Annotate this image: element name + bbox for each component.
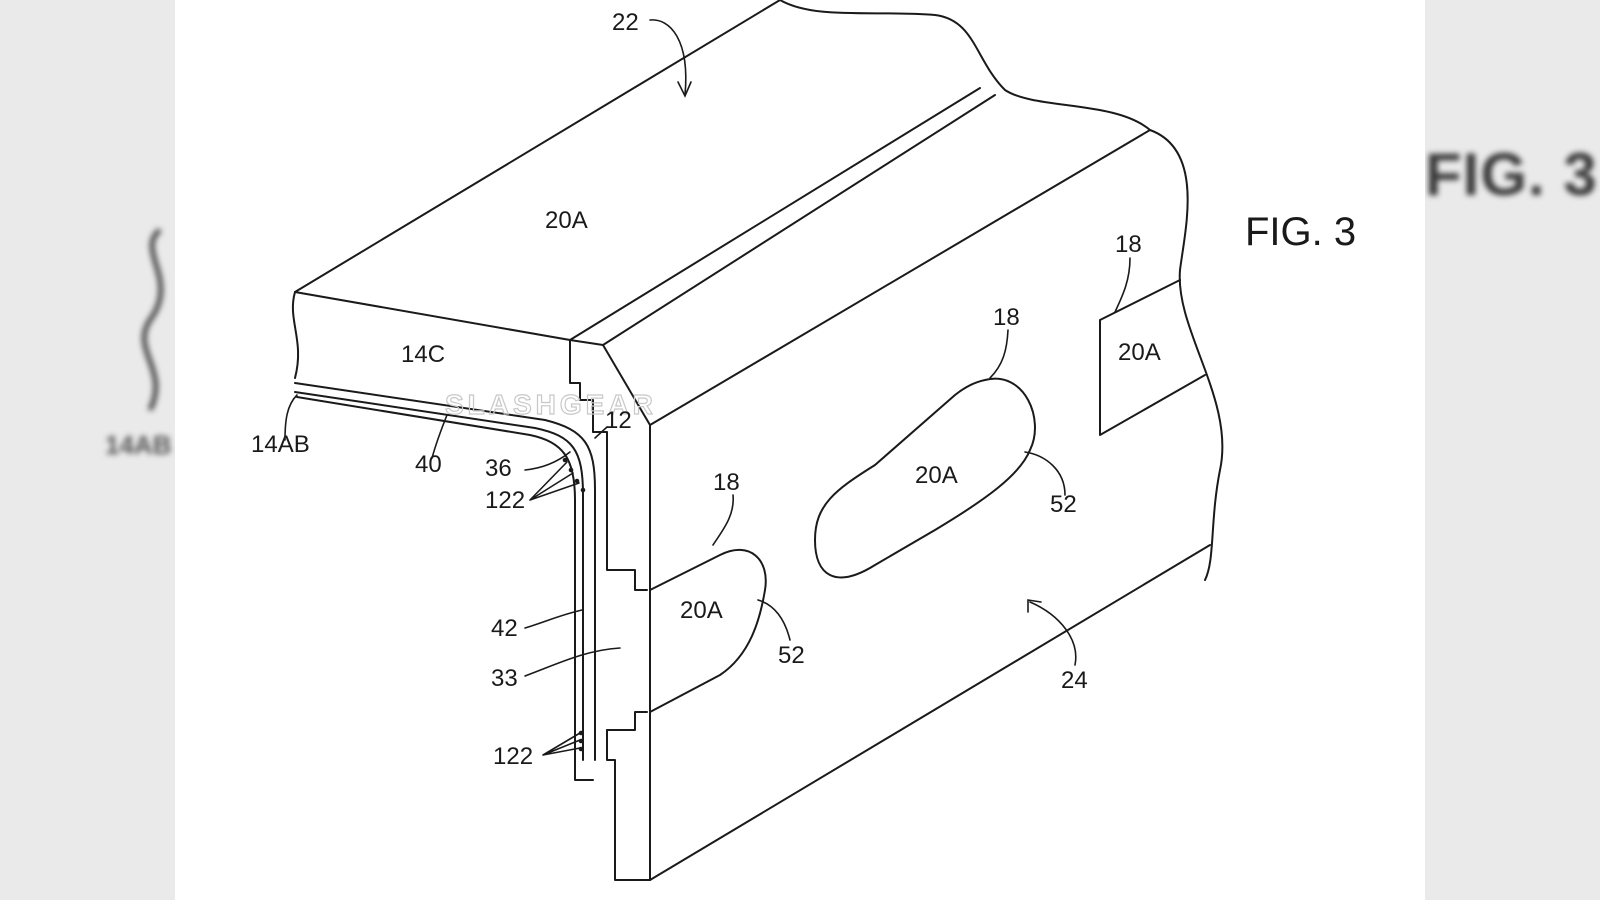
contact-dot <box>578 730 584 736</box>
leader-40 <box>431 414 448 459</box>
cover-layer-edge <box>569 339 594 433</box>
ref-20a-top: 20A <box>545 207 588 234</box>
top-front-edge <box>294 291 604 346</box>
ref-14c: 14C <box>401 341 445 368</box>
leader-18-mid <box>989 329 1009 379</box>
ref-122-bottom: 122 <box>493 743 533 770</box>
leader-24 <box>1029 601 1077 666</box>
blurred-outline-shape <box>141 228 164 412</box>
broken-right-edge <box>1149 129 1224 581</box>
leader-18-right <box>1114 257 1131 313</box>
ref-36: 36 <box>485 455 512 482</box>
blurred-left-panel: 14AB <box>0 0 175 900</box>
ref-42: 42 <box>491 615 518 642</box>
blurred-left-label: 14AB <box>105 430 172 460</box>
ref-14ab: 14AB <box>251 431 310 458</box>
contact-dot <box>562 457 568 463</box>
side-wall-lower <box>606 711 648 731</box>
leader-122-top <box>529 461 580 501</box>
ref-18-right: 18 <box>1115 231 1142 258</box>
leader-36 <box>524 451 571 471</box>
side-wall-bottom <box>606 729 651 881</box>
blurred-figure-title: FIG. 3 <box>1425 141 1598 208</box>
layer-14ab-lower <box>294 391 584 761</box>
leader-22 <box>649 19 687 96</box>
ref-122-top: 122 <box>485 487 525 514</box>
top-right-edge <box>602 129 1151 426</box>
ref-24: 24 <box>1061 667 1088 694</box>
small-cutout-outline <box>649 549 767 713</box>
contact-dot <box>580 487 586 493</box>
leader-52-small <box>757 599 791 641</box>
top-surface-outline <box>294 0 781 293</box>
ref-40: 40 <box>415 451 442 478</box>
ref-52-small: 52 <box>778 642 805 669</box>
leader-42 <box>524 609 583 629</box>
leader-18-small <box>712 494 734 546</box>
watermark: SLASHGEAR <box>445 389 657 420</box>
contact-dot <box>568 467 574 473</box>
front-face-bottom <box>649 544 1211 881</box>
broken-back-edge <box>779 0 1151 131</box>
top-ridge-edge-2 <box>569 87 981 341</box>
ref-20a-small: 20A <box>680 597 723 624</box>
figure-title: FIG. 3 <box>1245 210 1356 254</box>
ref-18-small: 18 <box>713 469 740 496</box>
oval-cutout-outline <box>814 377 1036 579</box>
leader-122-bottom <box>542 732 581 756</box>
layer-14ab-upper <box>294 382 596 761</box>
contact-dot <box>578 746 584 752</box>
top-ridge-edge <box>602 94 996 346</box>
contact-dot <box>578 738 584 744</box>
leader-33 <box>524 647 621 677</box>
patent-drawing-panel: SLASHGEAR 22 20A 14C 14AB 40 12 36 122 1… <box>175 0 1425 900</box>
leader-24-arrow <box>1027 599 1042 613</box>
ref-12: 12 <box>605 407 632 434</box>
ref-33: 33 <box>491 665 518 692</box>
leader-52-mid <box>1024 451 1066 496</box>
leader-14ab <box>284 394 298 441</box>
leader-22-arrow <box>677 81 692 98</box>
leader-12 <box>594 426 608 439</box>
patent-drawing: SLASHGEAR 22 20A 14C 14AB 40 12 36 122 1… <box>251 0 1356 881</box>
ref-20a-mid: 20A <box>915 462 958 489</box>
ref-52-mid: 52 <box>1050 491 1077 518</box>
cover-layer-left-break <box>291 291 300 379</box>
layer-40-edge <box>296 396 594 781</box>
ref-22: 22 <box>612 9 639 36</box>
ref-20a-right: 20A <box>1118 339 1161 366</box>
ref-18-mid: 18 <box>993 304 1020 331</box>
blurred-right-panel: FIG. 3 <box>1425 0 1600 900</box>
contact-dot <box>574 478 580 484</box>
side-wall-inner <box>592 431 648 591</box>
right-window-outline <box>1099 279 1206 436</box>
